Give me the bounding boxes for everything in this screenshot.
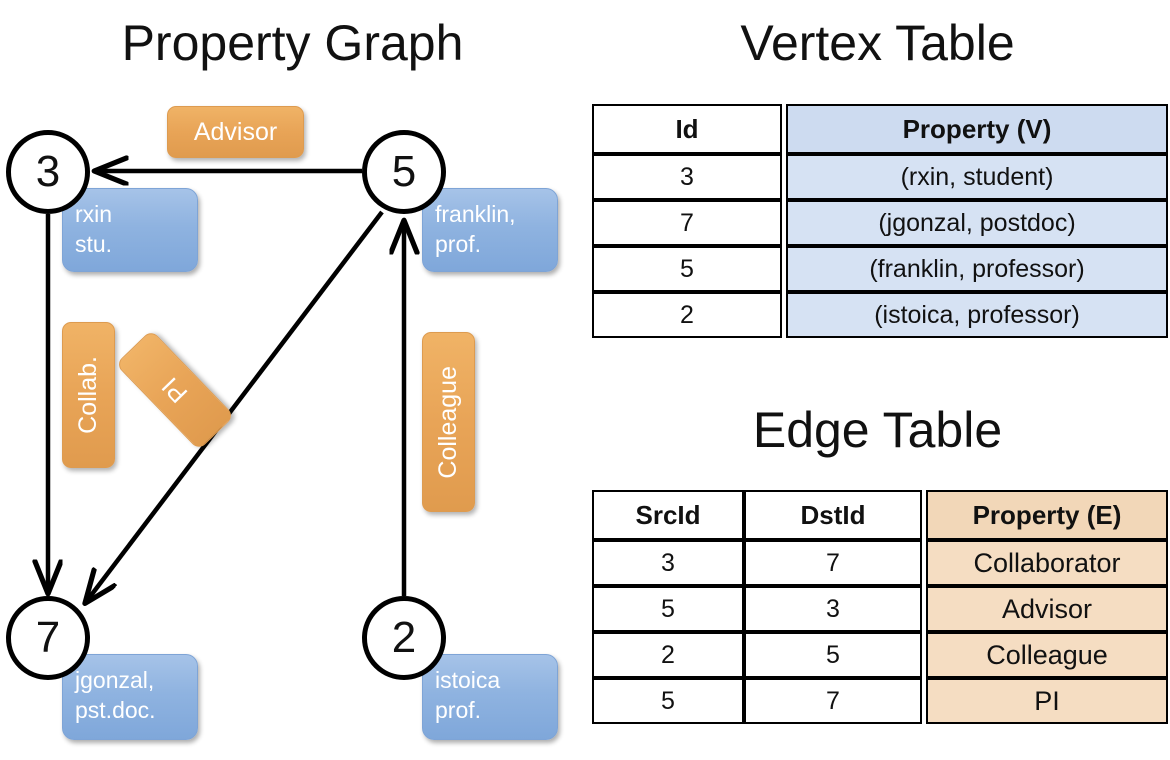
edge-cell-dstid: 7 (744, 540, 922, 586)
vertex-cell-id: 2 (592, 292, 782, 338)
node-property-box-7: jgonzal, pst.doc. (62, 654, 198, 740)
edge-label-colleague-text: Colleague (434, 365, 462, 479)
graph-node-label: 2 (391, 613, 417, 662)
node-property-line: istoica (435, 667, 501, 693)
node-property-line: prof. (435, 231, 482, 257)
edge-label-collab-text: Collab. (74, 356, 102, 434)
table-header-row: Id Property (V) (592, 104, 1168, 154)
edge-header-srcid: SrcId (592, 490, 744, 540)
vertex-header-id: Id (592, 104, 782, 154)
table-row: 7 (jgonzal, postdoc) (592, 200, 1168, 246)
edge-cell-srcid: 5 (592, 678, 744, 724)
vertex-cell-id: 3 (592, 154, 782, 200)
table-row: 5 7 PI (592, 678, 1168, 724)
node-property-box-5: franklin, prof. (422, 188, 558, 272)
edge-cell-srcid: 2 (592, 632, 744, 678)
edge-cell-property: Colleague (926, 632, 1168, 678)
edge-label-collab: Collab. (62, 322, 115, 468)
vertex-cell-id: 5 (592, 246, 782, 292)
vertex-cell-property: (franklin, professor) (786, 246, 1168, 292)
node-property-box-3: rxin stu. (62, 188, 198, 272)
edge-5-to-7 (86, 210, 384, 602)
node-property-line: stu. (75, 231, 113, 257)
table-row: 3 7 Collaborator (592, 540, 1168, 586)
edge-label-colleague: Colleague (422, 332, 475, 512)
edge-cell-dstid: 3 (744, 586, 922, 632)
node-property-line: jgonzal, (75, 667, 155, 693)
vertex-cell-property: (rxin, student) (786, 154, 1168, 200)
table-row: 5 (franklin, professor) (592, 246, 1168, 292)
table-header-row: SrcId DstId Property (E) (592, 490, 1168, 540)
node-property-box-2: istoica prof. (422, 654, 558, 740)
node-property-line: pst.doc. (75, 697, 156, 723)
graph-node-3: 3 (6, 130, 90, 214)
vertex-cell-property: (istoica, professor) (786, 292, 1168, 338)
node-property-line: prof. (435, 697, 482, 723)
edge-table: SrcId DstId Property (E) 3 7 Collaborato… (592, 490, 1168, 724)
graph-node-label: 3 (35, 147, 61, 196)
table-row: 3 (rxin, student) (592, 154, 1168, 200)
graph-node-2: 2 (362, 596, 446, 680)
edge-cell-dstid: 7 (744, 678, 922, 724)
edge-cell-dstid: 5 (744, 632, 922, 678)
vertex-cell-property: (jgonzal, postdoc) (786, 200, 1168, 246)
graph-edges-svg (0, 0, 585, 760)
edge-cell-property: PI (926, 678, 1168, 724)
edge-label-pi-text: PI (156, 372, 193, 409)
edge-header-dstid: DstId (744, 490, 922, 540)
edge-cell-property: Advisor (926, 586, 1168, 632)
edge-header-property: Property (E) (926, 490, 1168, 540)
page-title-edge-table: Edge Table (752, 402, 1003, 458)
property-graph-diagram: Advisor Collab. PI Colleague rxin stu. f… (0, 0, 585, 760)
vertex-table: Id Property (V) 3 (rxin, student) 7 (jgo… (592, 104, 1168, 338)
graph-node-5: 5 (362, 130, 446, 214)
vertex-header-property: Property (V) (786, 104, 1168, 154)
edge-cell-property: Collaborator (926, 540, 1168, 586)
table-row: 2 (istoica, professor) (592, 292, 1168, 338)
vertex-cell-id: 7 (592, 200, 782, 246)
edge-cell-srcid: 5 (592, 586, 744, 632)
graph-node-label: 7 (35, 613, 61, 662)
graph-node-label: 5 (391, 147, 417, 196)
edge-cell-srcid: 3 (592, 540, 744, 586)
edge-label-advisor-text: Advisor (193, 117, 278, 146)
edge-label-advisor: Advisor (167, 106, 304, 158)
table-row: 2 5 Colleague (592, 632, 1168, 678)
table-row: 5 3 Advisor (592, 586, 1168, 632)
graph-node-7: 7 (6, 596, 90, 680)
node-property-line: rxin (75, 201, 113, 227)
page-title-vertex-table: Vertex Table (740, 15, 1015, 71)
node-property-line: franklin, (435, 201, 516, 227)
page-title-property-graph: Property Graph (121, 15, 464, 71)
